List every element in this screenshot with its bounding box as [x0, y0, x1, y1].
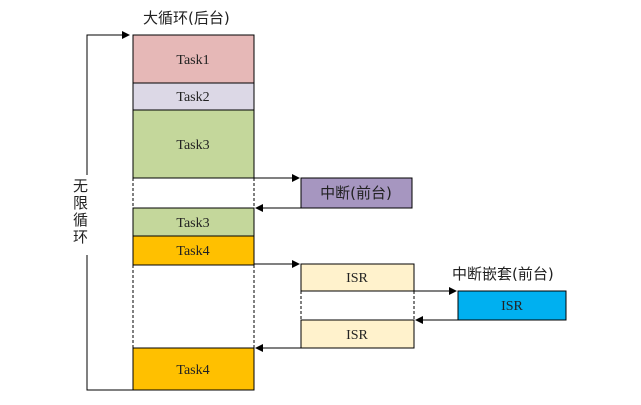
loop-bracket — [86, 31, 133, 391]
task3-block — [132, 109, 255, 179]
nested-isr-block — [457, 290, 567, 321]
task3-label: Task3 — [176, 138, 209, 153]
nested-isr-label: ISR — [501, 299, 523, 314]
task2-block — [132, 82, 255, 111]
isr-resume-label: ISR — [346, 328, 368, 343]
task1-label: Task1 — [176, 53, 209, 68]
interrupt-label: 中断(前台) — [320, 184, 392, 202]
task4-resume-label: Task4 — [176, 363, 209, 378]
task3-resume-label: Task3 — [176, 216, 209, 231]
task2-label: Task2 — [176, 90, 209, 105]
task4-block — [132, 235, 255, 266]
task1-block — [132, 34, 255, 84]
task4-resume-block — [132, 347, 255, 391]
isr-resume-block — [300, 319, 415, 349]
diagram-title: 大循环(后台) — [143, 9, 230, 27]
isr-label: ISR — [346, 271, 368, 286]
loop-label: 无限循环 — [71, 178, 89, 246]
task3-resume-block — [132, 207, 255, 237]
task4-label: Task4 — [176, 244, 209, 259]
flow-arrows — [254, 174, 458, 352]
isr-block — [300, 263, 415, 292]
interrupt-block — [300, 177, 413, 209]
suspended-gaps — [132, 178, 415, 348]
nested-interrupt-label: 中断嵌套(前台) — [452, 265, 554, 283]
